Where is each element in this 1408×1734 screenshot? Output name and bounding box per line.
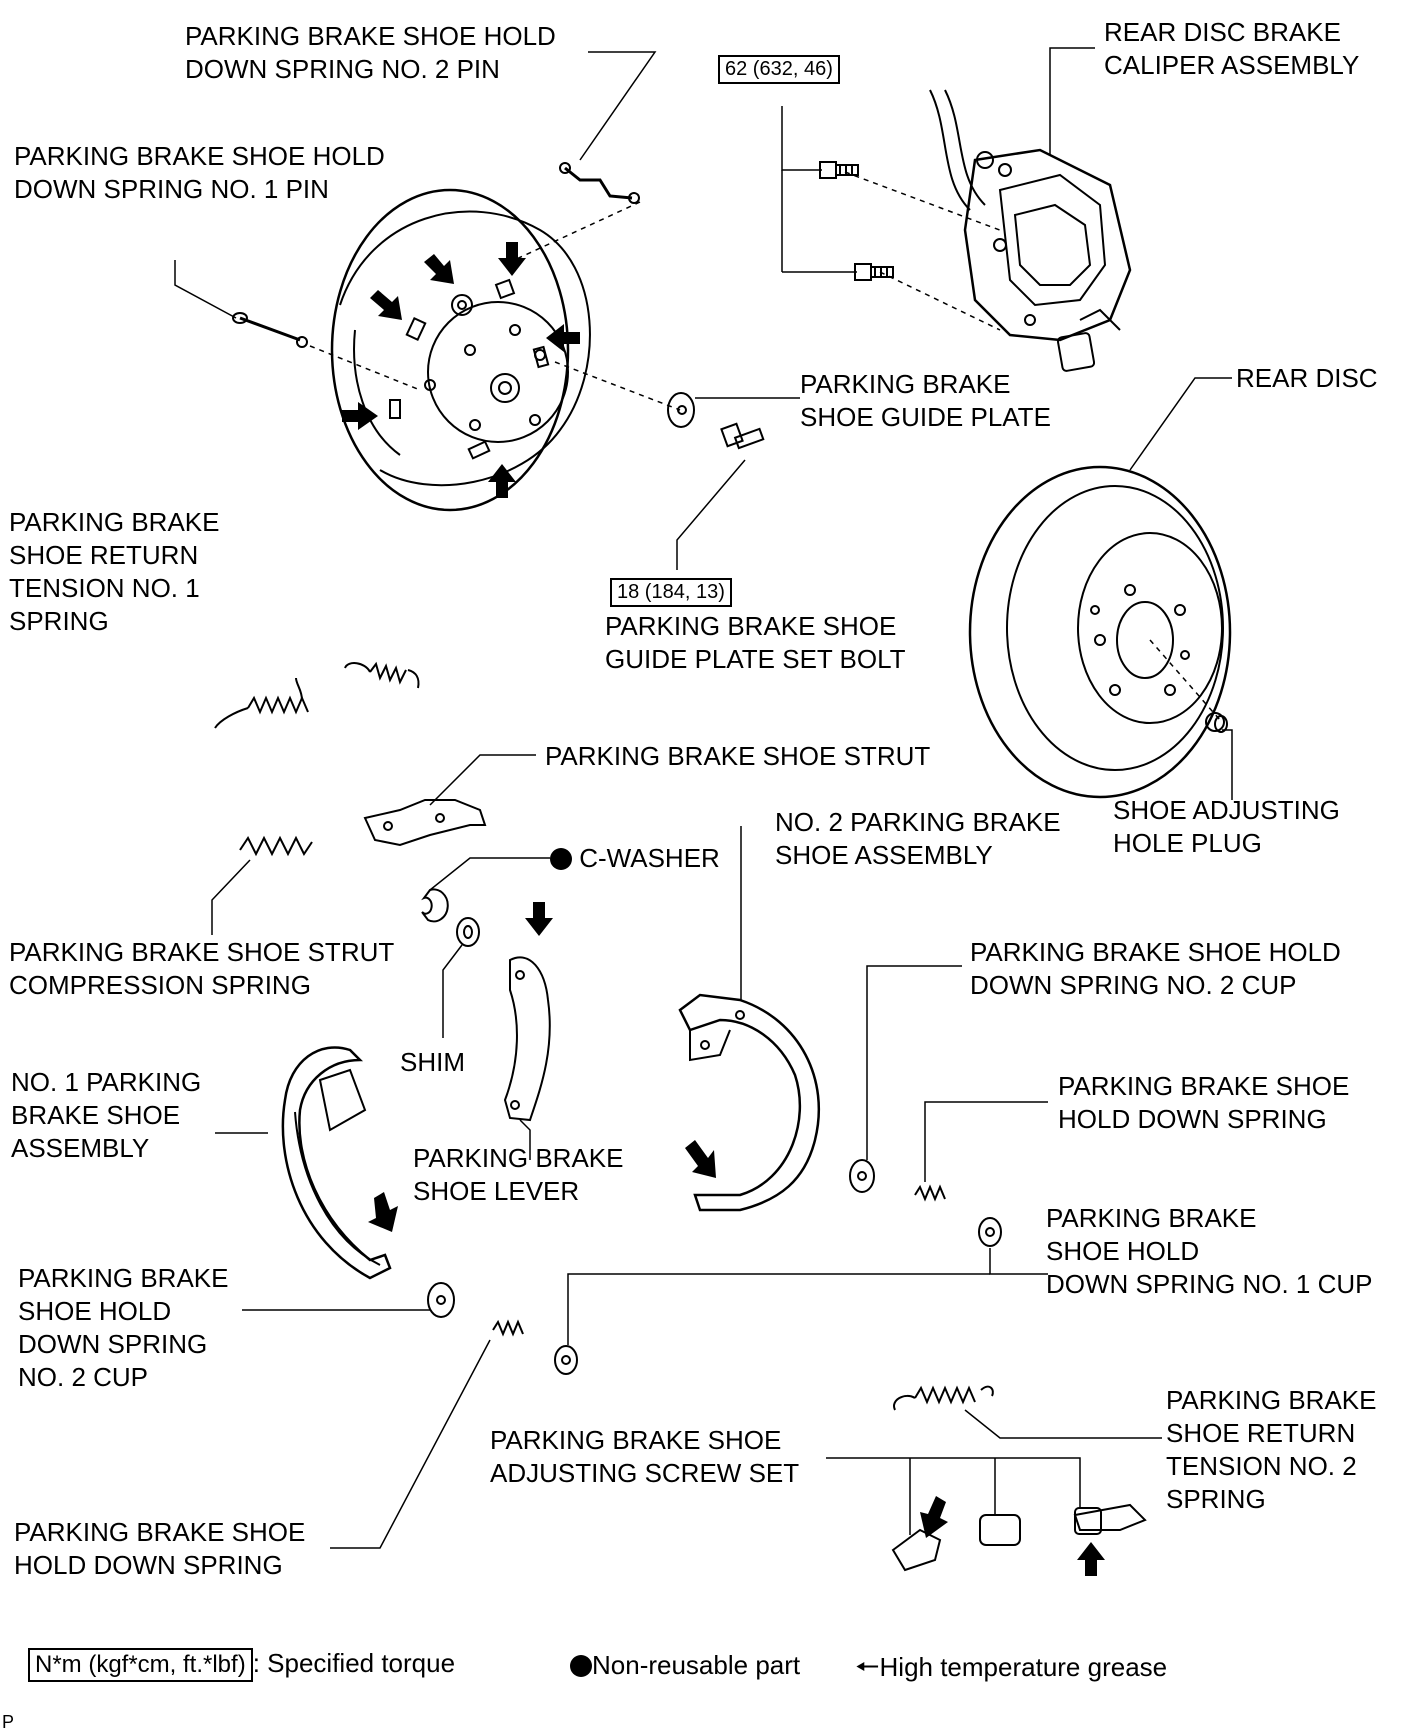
hole-plug [1205,712,1228,733]
hold-cup-1-right [978,1217,1002,1247]
label-hold-spring-left: PARKING BRAKE SHOE HOLD DOWN SPRING [14,1517,306,1580]
shim [456,917,480,947]
label-hole-plug: SHOE ADJUSTING HOLE PLUG [1113,795,1340,858]
label-c-washer: C-WASHER [550,842,720,875]
label-shim: SHIM [400,1047,465,1077]
c-washer-text: C-WASHER [579,843,720,873]
shoe-lever [503,956,551,1122]
label-lever: PARKING BRAKE SHOE LEVER [413,1143,624,1206]
label-cup-1: PARKING BRAKE SHOE HOLD DOWN SPRING NO. … [1046,1203,1373,1299]
leader-lines [174,47,1233,1549]
torque-guide-bolt: 18 (184, 13) [610,578,732,607]
label-cup-2-right: PARKING BRAKE SHOE HOLD DOWN SPRING NO. … [970,937,1341,1000]
label-guide-plate: PARKING BRAKE SHOE GUIDE PLATE [800,369,1051,432]
legend-torque-box: N*m (kgf*cm, ft.*lbf) [28,1648,253,1682]
nonreusable-dot-icon [570,1655,592,1677]
legend-torque-text: : Specified torque [252,1648,456,1678]
figure-code: P [2,1712,15,1732]
c-washer [421,888,449,923]
hold-down-pin-2 [559,162,640,204]
label-shoe-2: NO. 2 PARKING BRAKE SHOE ASSEMBLY [775,807,1061,870]
label-rear-disc: REAR DISC [1236,363,1378,393]
return-spring-1 [214,661,420,729]
label-return-spring-1: PARKING BRAKE SHOE RETURN TENSION NO. 1 … [9,507,220,636]
label-return-spring-2: PARKING BRAKE SHOE RETURN TENSION NO. 2 … [1166,1385,1377,1514]
legend-nonreusable-text: Non-reusable part [592,1650,801,1680]
label-hold-spring-right: PARKING BRAKE SHOE HOLD DOWN SPRING [1058,1071,1350,1134]
strut-compression-spring [239,835,313,857]
label-strut: PARKING BRAKE SHOE STRUT [545,741,931,771]
label-cup-2-left: PARKING BRAKE SHOE HOLD DOWN SPRING NO. … [18,1263,229,1392]
label-pin-2: PARKING BRAKE SHOE HOLD DOWN SPRING NO. … [185,21,556,84]
shoe-2 [678,993,820,1212]
grease-arrows-backing-plate [342,242,580,498]
backing-plate [330,188,591,512]
legend-nonreusable: Non-reusable part [570,1650,800,1681]
rear-disc [968,465,1232,799]
torque-caliper-bolt: 62 (632, 46) [718,55,840,84]
hold-cup-2-right [849,1159,875,1193]
shoe-1 [281,1046,392,1280]
guide-plate-bolt [720,422,765,450]
return-spring-2 [893,1385,994,1411]
caliper-assembly [929,89,1132,372]
projection-lines [309,171,1221,721]
hold-spring-right [914,1184,946,1202]
hold-cup-2-left [427,1282,455,1318]
guide-plate [667,392,695,428]
grease-arrows-lower [368,902,1105,1576]
legend-torque: N*m (kgf*cm, ft.*lbf): Specified torque [28,1648,455,1682]
label-shoe-1: NO. 1 PARKING BRAKE SHOE ASSEMBLY [11,1067,202,1163]
label-adjusting-screw: PARKING BRAKE SHOE ADJUSTING SCREW SET [490,1425,800,1488]
grease-arrow-icon: 🠔 [855,1651,880,1682]
legend-grease: 🠔High temperature grease [855,1646,1167,1694]
label-strut-spring: PARKING BRAKE SHOE STRUT COMPRESSION SPR… [9,937,395,1000]
nonreusable-dot-icon [550,848,572,870]
hold-cup-1-left [554,1345,578,1375]
legend-grease-text: High temperature grease [879,1652,1168,1682]
hold-spring-left [492,1319,524,1337]
label-pin-1: PARKING BRAKE SHOE HOLD DOWN SPRING NO. … [14,141,385,204]
caliper-bolts [819,161,894,281]
label-guide-bolt: PARKING BRAKE SHOE GUIDE PLATE SET BOLT [605,611,906,674]
shoe-strut [363,799,487,847]
label-caliper: REAR DISC BRAKE CALIPER ASSEMBLY [1104,17,1360,80]
adjusting-screw-set [891,1503,1147,1572]
hold-down-pin-1 [232,312,308,348]
